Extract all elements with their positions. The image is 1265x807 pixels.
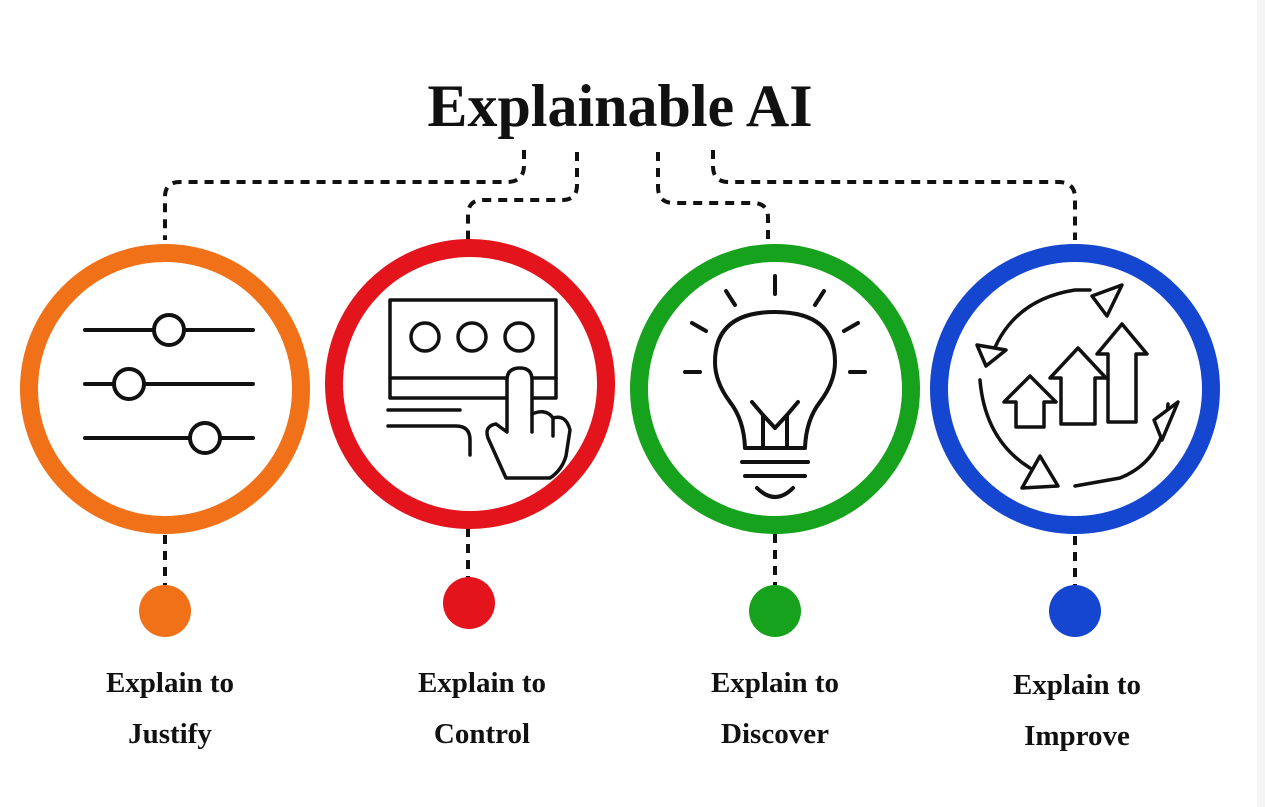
- ring-justify: [20, 244, 310, 534]
- dot-control: [443, 577, 495, 629]
- dot-improve: [1049, 585, 1101, 637]
- growth-cycle-icon: [975, 283, 1180, 490]
- dot-discover: [749, 585, 801, 637]
- connector-improve: [711, 150, 1077, 240]
- sliders-icon: [83, 313, 255, 455]
- label-improve-line1: Explain to: [1012, 669, 1142, 701]
- dot-justify: [139, 585, 191, 637]
- label-justify-line1: Explain to: [105, 667, 235, 699]
- label-control: Explain to Control: [362, 658, 602, 760]
- label-improve: Explain to Improve: [957, 660, 1197, 762]
- label-discover-line2: Discover: [721, 718, 829, 750]
- label-discover: Explain to Discover: [655, 658, 895, 760]
- diagram-title: Explainable AI: [427, 73, 813, 139]
- control-panel-hand-icon: [386, 298, 572, 480]
- ring-discover: [630, 244, 920, 534]
- connector-control: [466, 152, 579, 240]
- ring-improve: [930, 244, 1220, 534]
- label-justify-line2: Justify: [128, 718, 212, 750]
- label-justify: Explain to Justify: [50, 658, 290, 760]
- label-control-line1: Explain to: [417, 667, 547, 699]
- connector-discover: [656, 152, 770, 242]
- label-improve-line2: Improve: [1024, 720, 1130, 752]
- edge-strip: [1257, 0, 1265, 807]
- ring-control: [325, 239, 615, 529]
- label-discover-line1: Explain to: [710, 667, 840, 699]
- label-control-line2: Control: [433, 718, 531, 750]
- lightbulb-icon: [683, 274, 867, 499]
- connector-justify: [163, 150, 526, 240]
